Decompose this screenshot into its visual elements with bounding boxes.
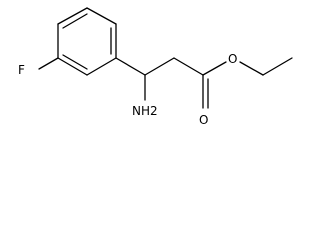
ethyl-bond xyxy=(262,57,293,76)
ring-inner-bond-1 xyxy=(62,13,88,29)
amine-label: NH2 xyxy=(132,104,158,118)
ring-bond-5 xyxy=(57,57,88,76)
alpha-to-methylene-bond xyxy=(144,57,175,76)
c-f-bond xyxy=(38,57,59,70)
ring-to-alpha-carbon-bond xyxy=(115,57,146,76)
carbonyl-oxygen-label: O xyxy=(199,113,208,127)
ring-bond-1 xyxy=(57,7,88,25)
ring-bond-2 xyxy=(86,7,117,25)
ring-inner-bond-3 xyxy=(62,54,88,70)
carbonyl-to-ester-oxygen-bond xyxy=(202,61,227,76)
benzene-ring xyxy=(57,7,117,76)
ester-oxygen-to-ethyl-bond xyxy=(239,61,264,76)
ester-oxygen-label: O xyxy=(228,52,237,66)
ring-bond-4 xyxy=(86,57,117,76)
structure-diagram: F NH2 O O xyxy=(18,7,293,127)
methylene-to-carbonyl-bond xyxy=(173,57,204,76)
fluorine-label: F xyxy=(18,63,25,77)
